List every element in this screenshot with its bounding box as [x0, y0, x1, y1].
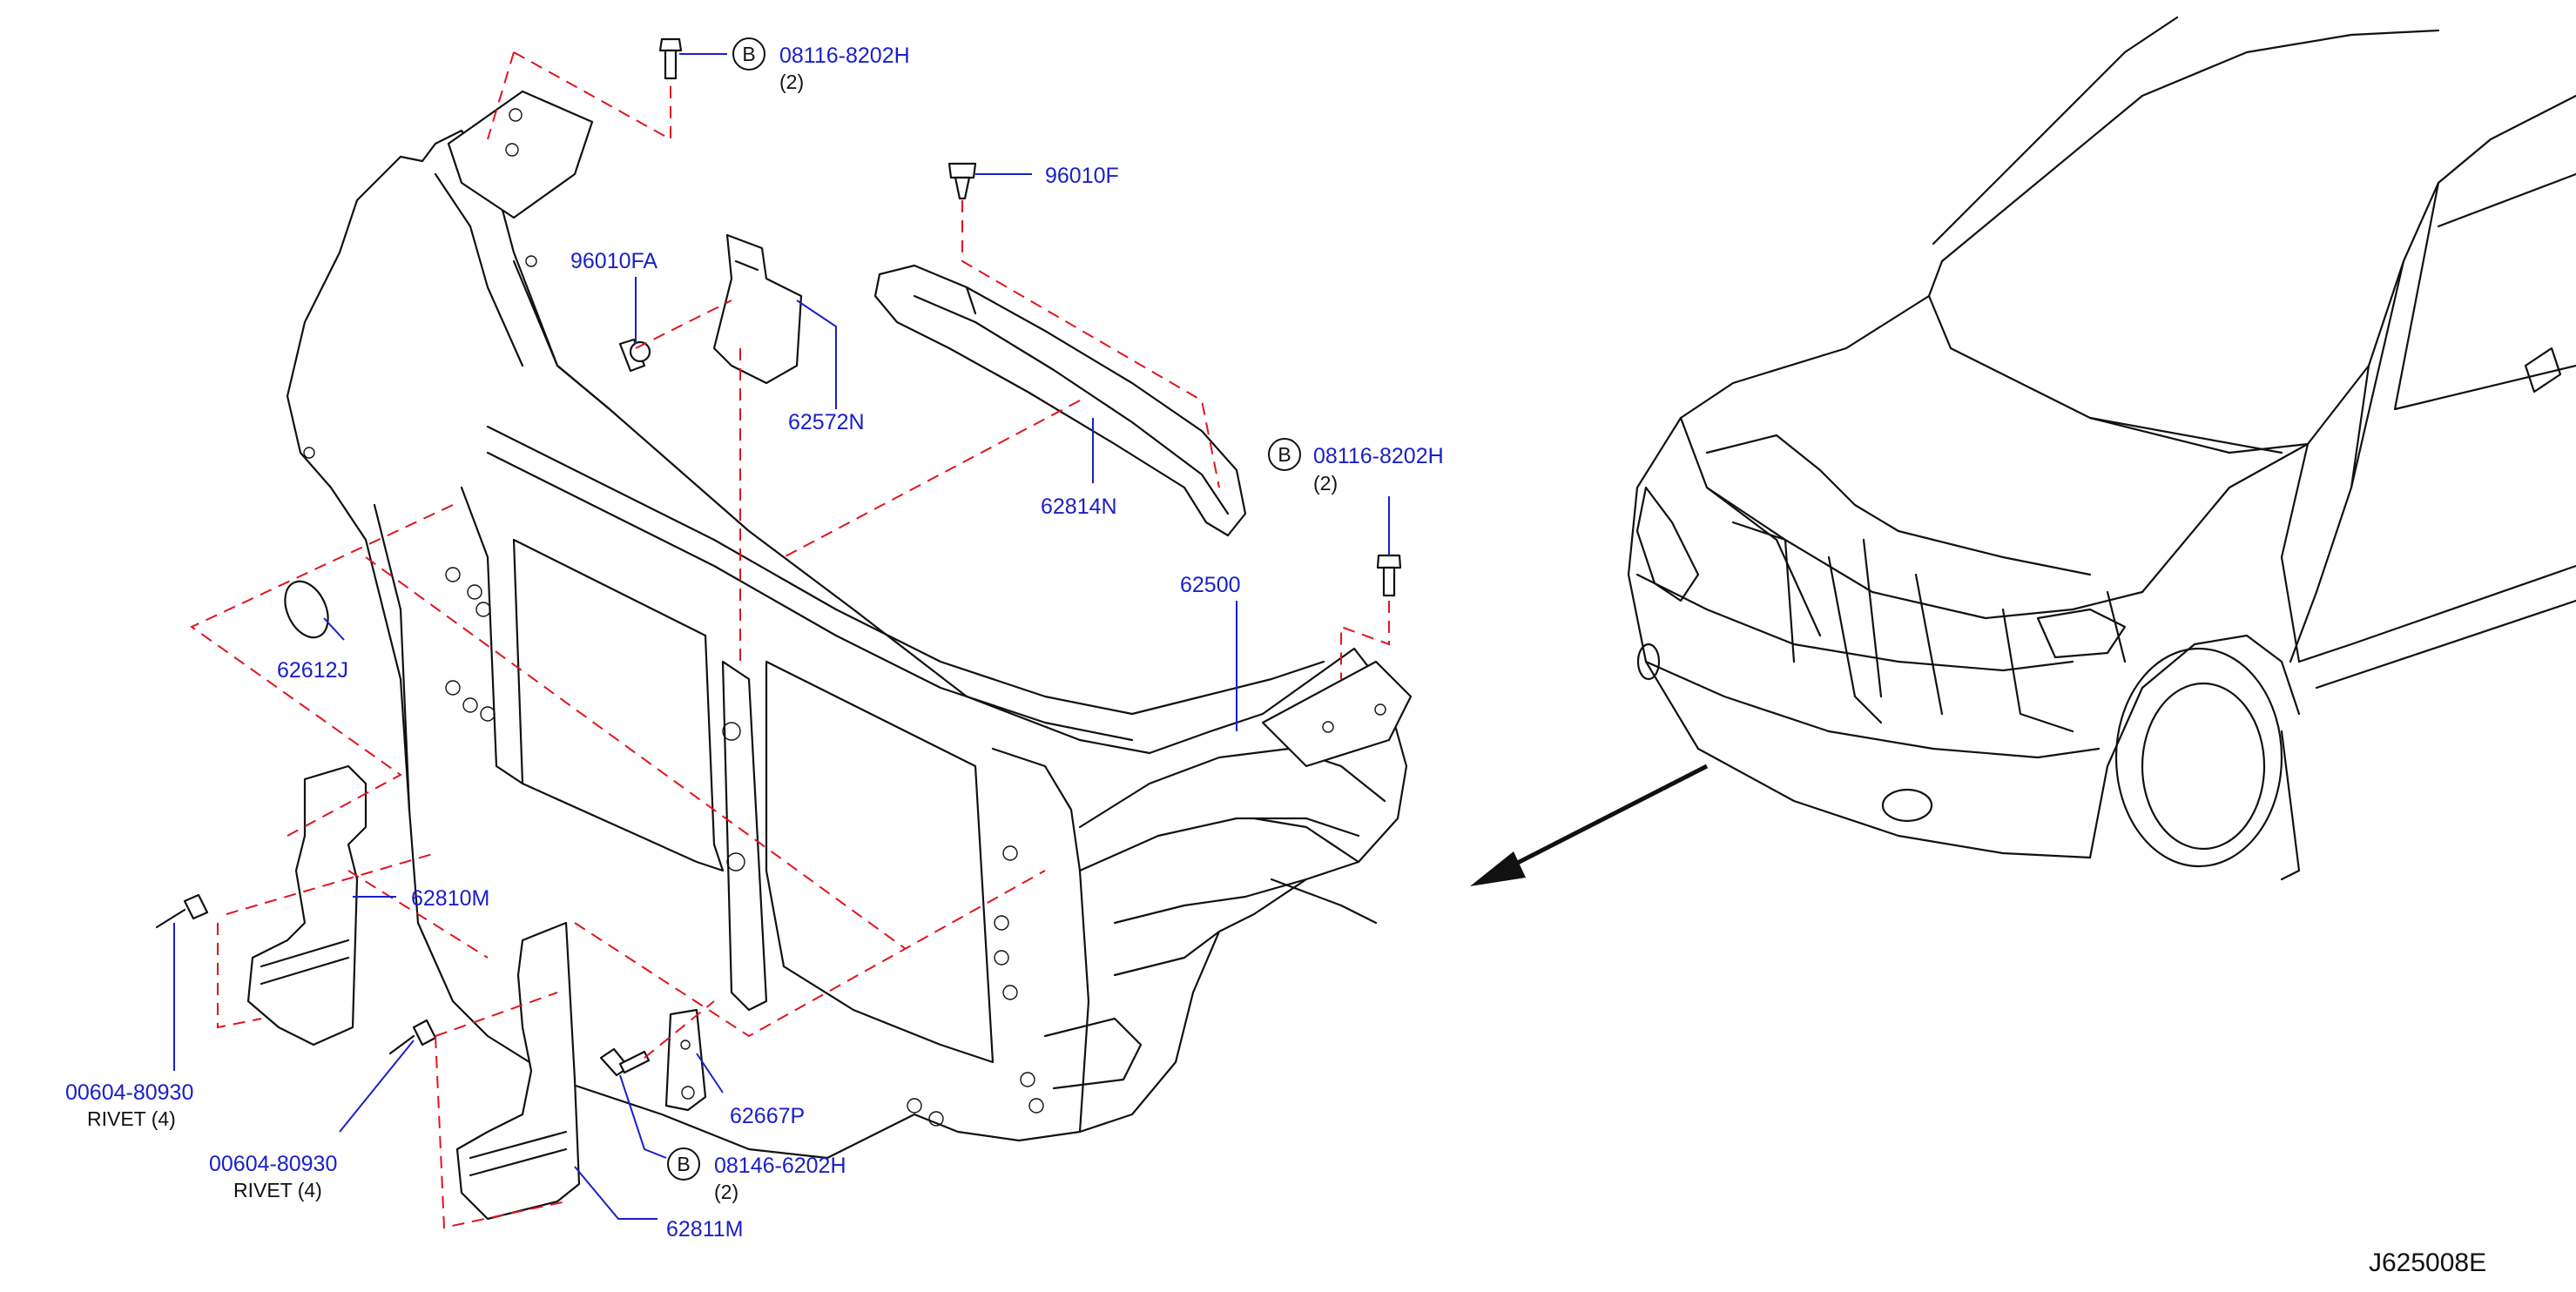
assembly-guide-lines [190, 51, 1390, 1229]
callout-bolt-right: B 08116-8202H (2) [1268, 438, 1444, 495]
part-number-96010f: 96010F [1045, 164, 1119, 188]
rivet-desc-mid: RIVET (4) [233, 1179, 322, 1201]
part-number-62667p: 62667P [730, 1104, 805, 1128]
radiator-core-support [286, 90, 1413, 1160]
bracket-62572n [712, 233, 803, 385]
quantity-bolt-bottom: (2) [714, 1181, 738, 1203]
cover-62810m [246, 764, 368, 1046]
part-number-08116-8202h-right: 08116-8202H [1313, 444, 1444, 468]
quantity-bolt-top: (2) [779, 71, 804, 93]
rivet-left [155, 893, 209, 929]
part-number-62612j: 62612J [277, 658, 348, 683]
part-number-62814n: 62814N [1041, 495, 1117, 519]
part-number-96010fa: 96010FA [570, 249, 657, 273]
rivet-desc-left: RIVET (4) [87, 1107, 176, 1130]
clip-96010fa [618, 338, 651, 373]
location-arrow [1470, 764, 1709, 886]
callout-symbol-right: B [1278, 443, 1291, 466]
upper-member-62814n [873, 264, 1247, 537]
part-number-62811m: 62811M [666, 1217, 744, 1242]
callout-bolt-bottom: B 08146-6202H (2) [667, 1147, 846, 1203]
part-number-08146-6202h: 08146-6202H [714, 1154, 846, 1178]
bolt-right [1376, 554, 1402, 597]
seal-62612j [284, 580, 329, 639]
bracket-62667p [664, 1008, 707, 1112]
part-number-00604-80930-mid: 00604-80930 [209, 1152, 337, 1176]
clip-96010f [947, 162, 977, 200]
rivet-mid [388, 1019, 437, 1055]
callout-bolt-top: B 08116-8202H (2) [732, 37, 910, 93]
part-number-08116-8202h-top: 08116-8202H [779, 44, 910, 68]
mounting-holes [303, 255, 1044, 1127]
part-number-00604-80930-left: 00604-80930 [65, 1080, 193, 1105]
vehicle-reference-drawing [1627, 16, 2576, 881]
cover-62811m [455, 921, 581, 1221]
callout-symbol-bottom: B [677, 1153, 690, 1175]
part-number-62810m: 62810M [411, 886, 489, 911]
part-number-62500: 62500 [1180, 573, 1241, 597]
bolt-top [658, 37, 683, 80]
callout-symbol: B [742, 43, 755, 65]
quantity-bolt-right: (2) [1313, 472, 1338, 495]
leader-lines [173, 53, 1390, 1220]
part-number-62572n: 62572N [788, 410, 865, 434]
bolt-bottom [599, 1047, 651, 1077]
drawing-code: J625008E [2369, 1248, 2486, 1277]
